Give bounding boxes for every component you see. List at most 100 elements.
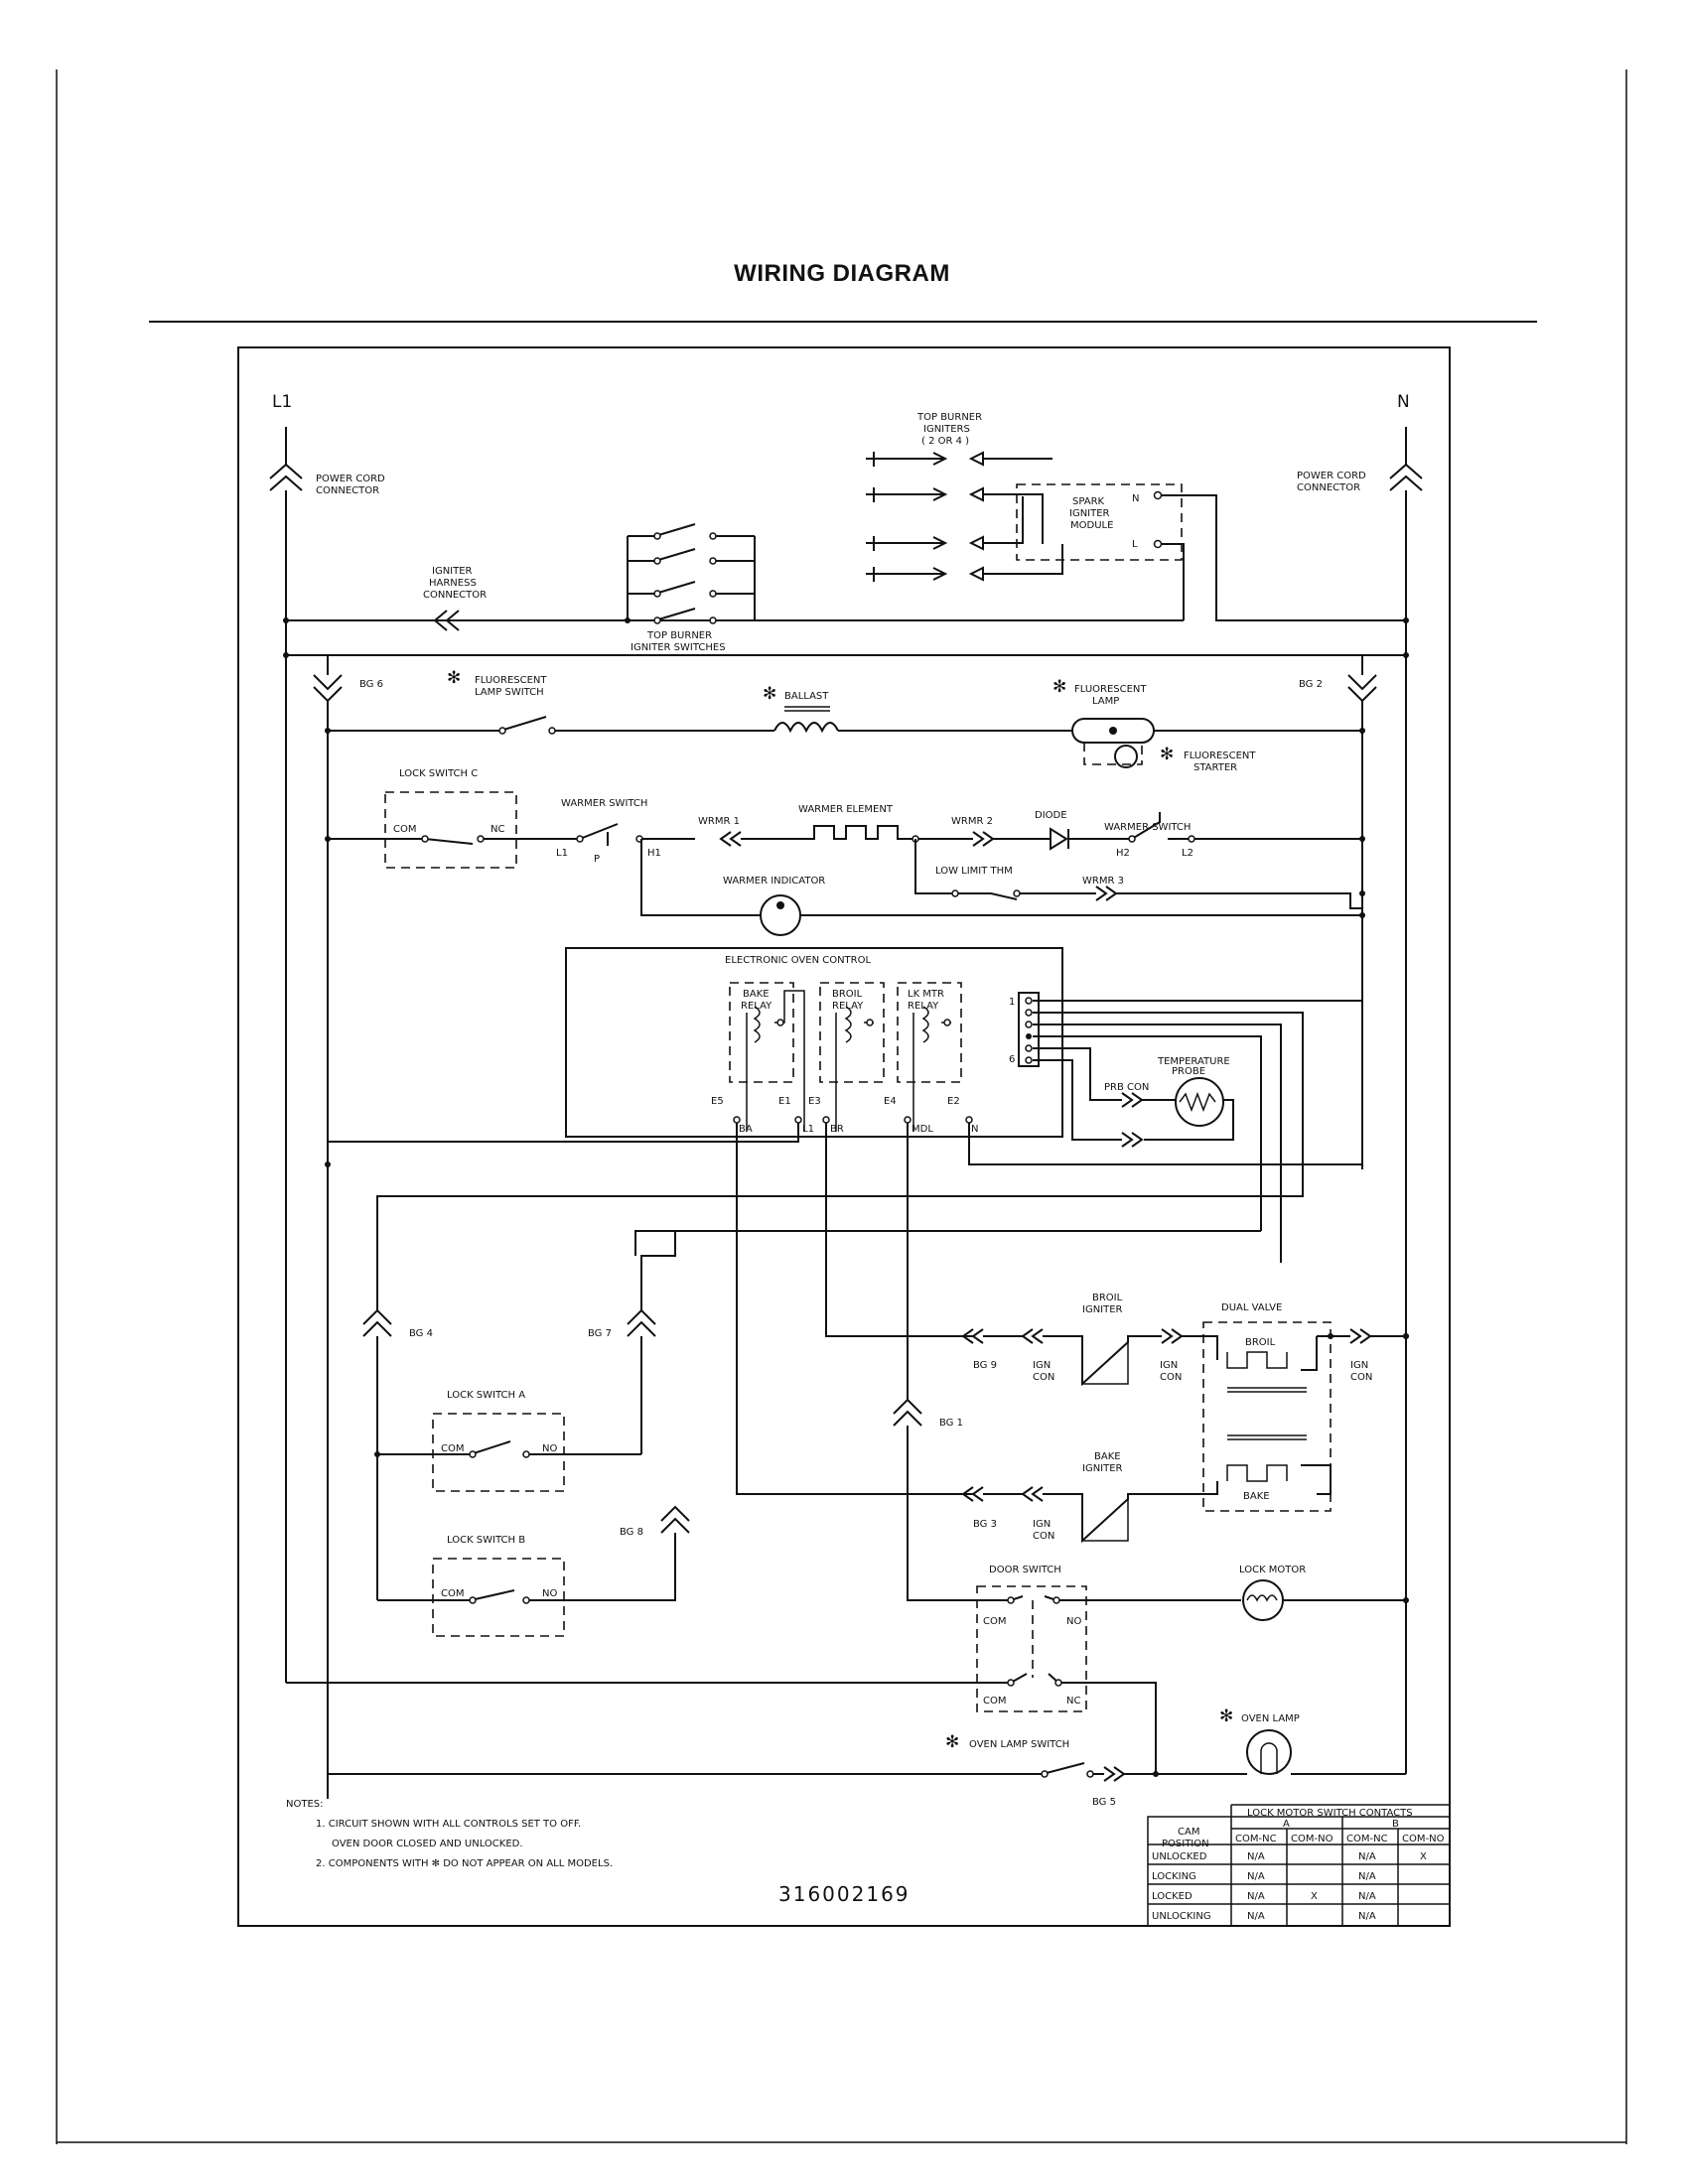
cam-position-1: CAM (1178, 1827, 1199, 1838)
power-cord-connector-left-icon (269, 463, 303, 491)
lock-switch-a-no: NO (542, 1443, 557, 1454)
door-switch-nc: NC (1066, 1696, 1080, 1706)
broil-ign-con-right-2: CON (1160, 1372, 1182, 1383)
warmer-switch-h2: H2 (1116, 848, 1130, 859)
lock-switch-a-contact (377, 1440, 641, 1455)
ballast-asterisk: ✻ (763, 684, 776, 704)
lock-switch-b-box (432, 1558, 565, 1637)
power-cord-left-line2: CONNECTOR (316, 485, 379, 496)
bake-igniter-label-1: BAKE (1094, 1451, 1121, 1462)
broil-ign-con-left-icon (1021, 1328, 1044, 1344)
probe-connector-block (1018, 992, 1040, 1067)
wrmr2-connector-icon (972, 831, 995, 847)
group-b: B (1392, 1819, 1399, 1830)
bake-ign-con-icon (1021, 1486, 1044, 1502)
warmer-switch-p: P (594, 854, 600, 865)
spark-module-n-wire (1162, 494, 1406, 621)
terminal-mdl: MDL (912, 1124, 933, 1135)
bake-valve-coil-icon (1226, 1464, 1288, 1482)
broil-igniter-label-2: IGNITER (1082, 1304, 1123, 1315)
sub-b-comno: COM-NO (1402, 1834, 1445, 1844)
lk-mtr-relay-label-1: LK MTR (908, 989, 944, 1000)
broil-relay-label-1: BROIL (832, 989, 863, 1000)
ballast-coil-icon (773, 722, 839, 734)
igniter-harness-label-2: HARNESS (429, 578, 477, 589)
broil-relay-box (819, 982, 885, 1083)
lock-switch-a-label: LOCK SWITCH A (447, 1390, 525, 1401)
door-switch-upper-contact (963, 1595, 1241, 1601)
broil-valve-coil-icon (1226, 1351, 1288, 1369)
warmer-switch-right-contact (1131, 812, 1362, 840)
diode-icon (1050, 827, 1069, 851)
oven-lamp-icon (1246, 1729, 1292, 1775)
electronic-oven-control-box (565, 947, 1063, 1138)
wrmr1-connector-icon (719, 831, 742, 847)
valve-ign-con-icon (1349, 1328, 1372, 1344)
lock-motor-label: LOCK MOTOR (1239, 1565, 1306, 1575)
bg7-label: BG 7 (588, 1328, 612, 1339)
row-unlocked-b-no: X (1420, 1851, 1427, 1862)
wrmr3-label: WRMR 3 (1082, 876, 1124, 887)
warmer-switch-l1: L1 (556, 848, 568, 859)
temperature-probe-label-2: PROBE (1172, 1066, 1205, 1077)
fluorescent-starter-asterisk: ✻ (1160, 745, 1174, 764)
lock-switch-c-label: LOCK SWITCH C (399, 768, 478, 779)
cam-position-2: POSITION (1162, 1839, 1209, 1849)
power-cord-connector-right-icon (1389, 463, 1423, 491)
low-limit-thm-icon (953, 892, 1052, 900)
lk-mtr-relay-box (897, 982, 962, 1083)
bg2-connector-icon (1347, 674, 1377, 703)
bake-ign-con-2: CON (1033, 1531, 1054, 1542)
prb-con-connector-icon (1121, 1092, 1144, 1108)
fluorescent-starter-label-2: STARTER (1193, 762, 1237, 773)
dual-valve-box (1202, 1321, 1332, 1512)
row-locked-label: LOCKED (1152, 1891, 1193, 1902)
fluorescent-starter-label-1: FLUORESCENT (1184, 751, 1256, 761)
row-unlocked-a-nc: N/A (1247, 1851, 1265, 1862)
broil-relay-label-2: RELAY (832, 1001, 864, 1012)
door-switch-label: DOOR SWITCH (989, 1565, 1061, 1575)
warmer-element-label: WARMER ELEMENT (798, 804, 894, 815)
bg9-connector-icon (961, 1328, 984, 1344)
wrmr2-label: WRMR 2 (951, 816, 993, 827)
bg9-label: BG 9 (973, 1360, 997, 1371)
bg3-label: BG 3 (973, 1519, 997, 1530)
bake-igniter-feed (736, 1123, 973, 1495)
broil-ign-con-right-1: IGN (1160, 1360, 1178, 1371)
bg6-label: BG 6 (359, 679, 383, 690)
temperature-probe-label-1: TEMPERATURE (1157, 1056, 1230, 1067)
lock-switch-b-label: LOCK SWITCH B (447, 1535, 525, 1546)
diode-label: DIODE (1035, 810, 1067, 821)
igniter-harness-connector-icon (433, 610, 460, 631)
broil-ign-con-left-1: IGN (1033, 1360, 1051, 1371)
terminal-l1-eoc: L1 (802, 1124, 814, 1135)
spark-module-l: L (1132, 539, 1138, 550)
lock-switch-b-com: COM (441, 1588, 464, 1599)
part-number: 316002169 (778, 1882, 911, 1906)
relay-coils (746, 990, 951, 1132)
bake-igniter-icon (983, 1493, 1203, 1544)
row-locked-b-nc: N/A (1358, 1891, 1376, 1902)
door-switch-com-bottom: COM (983, 1696, 1006, 1706)
lock-motor-contacts-table (1147, 1804, 1451, 1927)
top-burner-igniter-switches (627, 523, 756, 624)
prb-con-label: PRB CON (1104, 1082, 1149, 1093)
fluorescent-switch-asterisk: ✻ (447, 668, 461, 688)
row-unlocking-label: UNLOCKING (1152, 1911, 1211, 1922)
row-unlocked-label: UNLOCKED (1152, 1851, 1207, 1862)
lock-switch-c-contact (328, 838, 558, 845)
wrmr1-label: WRMR 1 (698, 816, 740, 827)
broil-ign-con-right-icon (1161, 1328, 1184, 1344)
igniter-switches-label-1: TOP BURNER (646, 630, 712, 641)
page-title: WIRING DIAGRAM (734, 260, 950, 287)
bake-igniter-label-2: IGNITER (1082, 1463, 1123, 1474)
fluorescent-starter-icon (1114, 745, 1138, 768)
door-switch-box (976, 1585, 1087, 1712)
fluorescent-lamp-label-2: LAMP (1092, 696, 1119, 707)
broil-igniter-icon (983, 1335, 1162, 1387)
terminal-e1: E1 (778, 1096, 791, 1107)
bg1-label: BG 1 (939, 1418, 963, 1429)
terminal-br: BR (830, 1124, 844, 1135)
low-limit-thm-label: LOW LIMIT THM (935, 866, 1013, 877)
